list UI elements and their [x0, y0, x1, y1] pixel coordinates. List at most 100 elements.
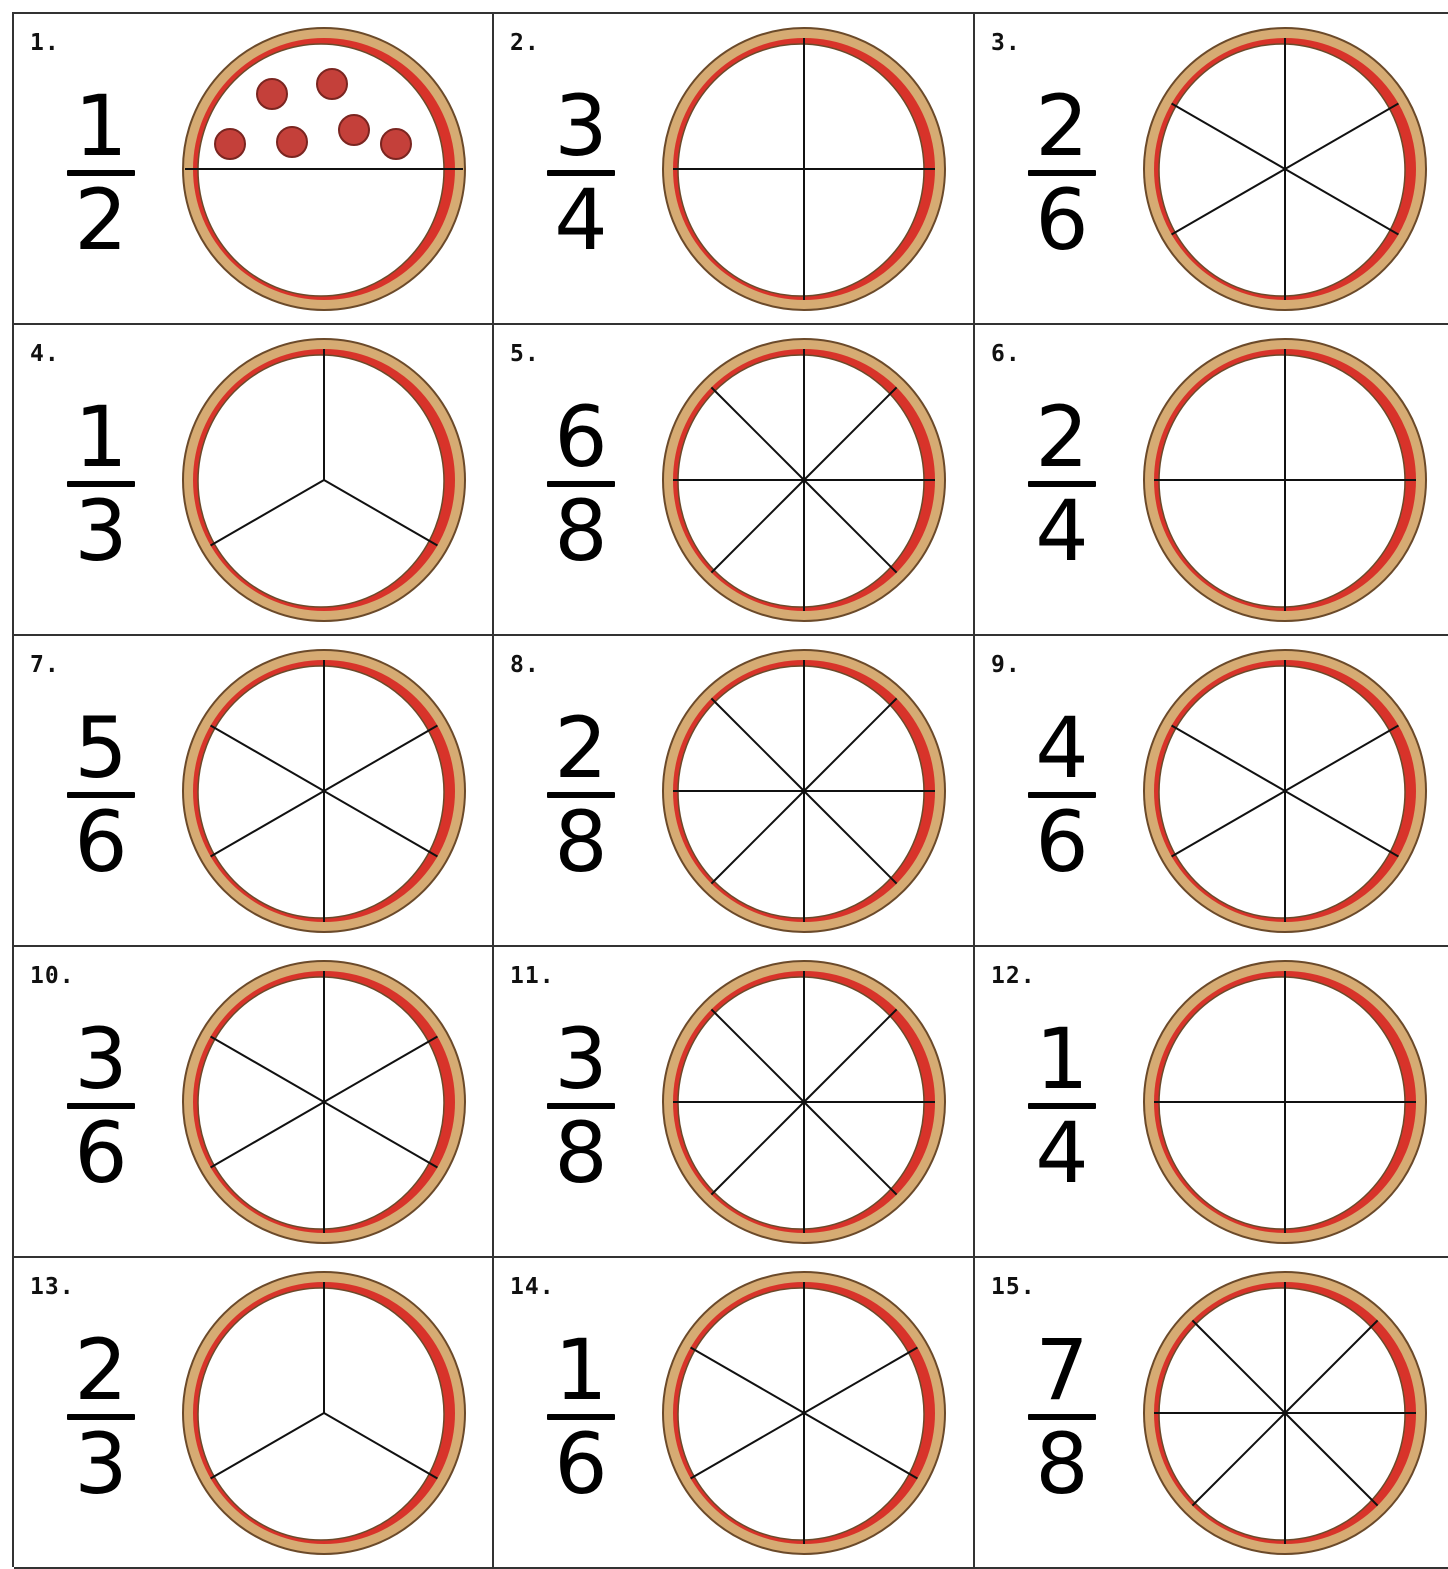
pizza [1135, 955, 1435, 1249]
pizza-drawing [654, 333, 954, 627]
fraction-denominator: 6 [1035, 800, 1088, 884]
pizza-drawing [174, 644, 474, 938]
fraction-numerator: 2 [1035, 84, 1088, 168]
pepperoni [339, 115, 369, 145]
fraction-numerator: 3 [554, 84, 607, 168]
problem-number: 6. [991, 341, 1021, 367]
problem-number: 2. [510, 30, 540, 56]
pizza-drawing [654, 955, 954, 1249]
fraction-denominator: 3 [74, 1422, 127, 1506]
problem-number: 11. [510, 963, 555, 989]
pizza [654, 955, 954, 1249]
problem-number: 9. [991, 652, 1021, 678]
fraction-denominator: 6 [554, 1422, 607, 1506]
problem-number: 4. [30, 341, 60, 367]
fraction-denominator: 3 [74, 489, 127, 573]
fraction-denominator: 8 [554, 1111, 607, 1195]
problem-cell: 1.12 [14, 14, 494, 325]
fraction-denominator: 4 [554, 178, 607, 262]
fraction: 26 [1017, 84, 1107, 262]
fraction-denominator: 6 [74, 800, 127, 884]
fraction-numerator: 3 [554, 1017, 607, 1101]
fraction-numerator: 6 [554, 395, 607, 479]
pepperoni [257, 79, 287, 109]
problem-cell: 8.28 [494, 636, 975, 947]
pizza [1135, 1266, 1435, 1560]
problem-number: 12. [991, 963, 1036, 989]
pizza-drawing [174, 1266, 474, 1560]
fraction-numerator: 3 [74, 1017, 127, 1101]
pizza-drawing [654, 22, 954, 316]
fraction-numerator: 1 [74, 395, 127, 479]
problem-number: 14. [510, 1274, 555, 1300]
problem-number: 10. [30, 963, 75, 989]
pizza [174, 955, 474, 1249]
pepperoni [317, 69, 347, 99]
fraction-denominator: 8 [1035, 1422, 1088, 1506]
pepperoni [277, 127, 307, 157]
fraction: 14 [1017, 1017, 1107, 1195]
pepperoni [381, 129, 411, 159]
fraction-denominator: 8 [554, 800, 607, 884]
fraction-denominator: 6 [1035, 178, 1088, 262]
fraction-numerator: 1 [1035, 1017, 1088, 1101]
pizza [654, 644, 954, 938]
fraction-denominator: 6 [74, 1111, 127, 1195]
problem-cell: 6.24 [975, 325, 1448, 636]
problem-number: 13. [30, 1274, 75, 1300]
pizza-drawing [174, 333, 474, 627]
fraction-numerator: 2 [554, 706, 607, 790]
problem-cell: 2.34 [494, 14, 975, 325]
pizza [1135, 22, 1435, 316]
problem-number: 7. [30, 652, 60, 678]
fraction-numerator: 7 [1035, 1328, 1088, 1412]
fraction-denominator: 8 [554, 489, 607, 573]
pizza-drawing [654, 644, 954, 938]
pizza-drawing [654, 1266, 954, 1560]
fraction-numerator: 1 [554, 1328, 607, 1412]
problem-number: 3. [991, 30, 1021, 56]
fraction-numerator: 5 [74, 706, 127, 790]
fraction-denominator: 4 [1035, 1111, 1088, 1195]
problem-number: 1. [30, 30, 60, 56]
pizza-drawing [1135, 333, 1435, 627]
pizza-drawing [174, 955, 474, 1249]
pizza [174, 644, 474, 938]
pizza [174, 1266, 474, 1560]
fraction-numerator: 2 [1035, 395, 1088, 479]
problem-number: 8. [510, 652, 540, 678]
pizza-drawing [174, 22, 474, 316]
problem-number: 15. [991, 1274, 1036, 1300]
fraction-numerator: 1 [74, 84, 127, 168]
problem-cell: 7.56 [14, 636, 494, 947]
pizza-drawing [1135, 955, 1435, 1249]
problem-number: 5. [510, 341, 540, 367]
pizza [654, 1266, 954, 1560]
worksheet-grid: 1.122.343.264.135.686.247.568.289.4610.3… [12, 12, 1448, 1567]
pizza [1135, 333, 1435, 627]
fraction-denominator: 4 [1035, 489, 1088, 573]
pizza-drawing [1135, 644, 1435, 938]
pizza [654, 333, 954, 627]
fraction-numerator: 4 [1035, 706, 1088, 790]
